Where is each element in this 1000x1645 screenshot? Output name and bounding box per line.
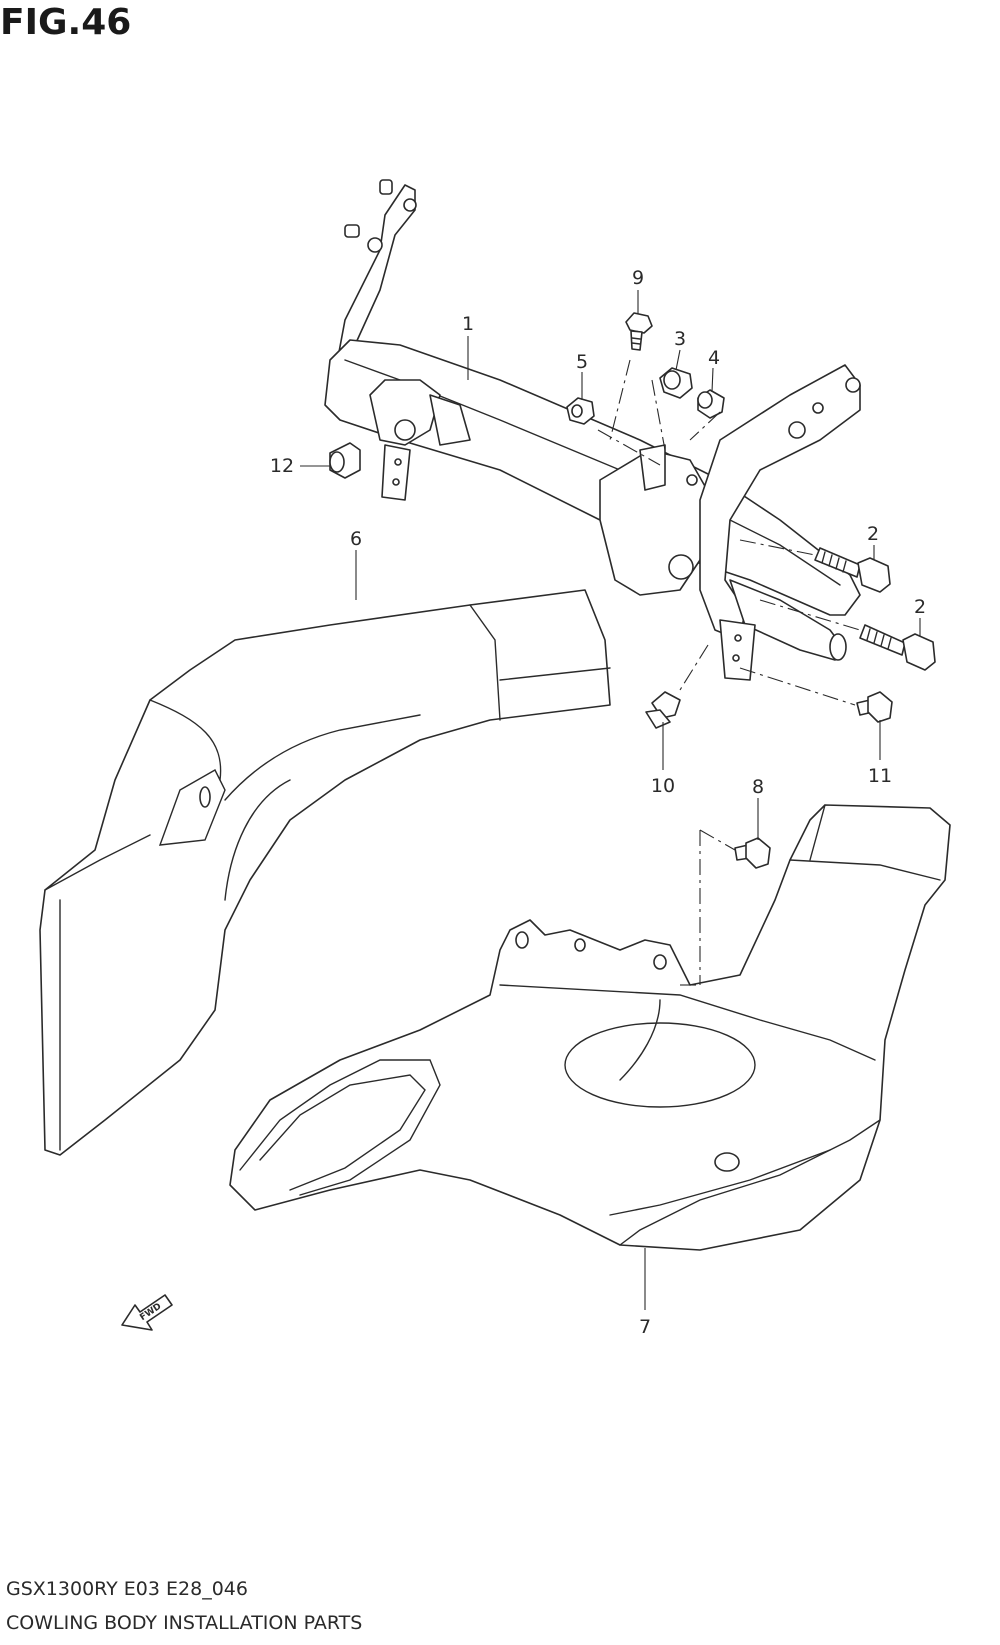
leader-lines [300,290,921,1310]
figure-title: FIG.46 [0,2,132,43]
alignment-lines [597,359,861,986]
part-1-cowling-brace [324,179,861,681]
diagram-description: COWLING BODY INSTALLATION PARTS [6,1612,363,1634]
callout-7: 7 [639,1316,651,1338]
callout-2-lower: 2 [914,596,926,618]
fwd-arrow-icon: FWD [121,1294,173,1331]
callout-9: 9 [632,267,644,289]
part-4-collar [697,389,725,419]
callout-10: 10 [651,775,675,797]
part-8-screw [734,837,771,869]
part-2-bolt-lower [859,624,936,671]
part-11-screw [856,691,893,723]
part-5-nut [566,397,595,425]
part-3-bush [659,367,693,399]
callout-3: 3 [674,328,686,350]
part-7-right-air-duct [229,804,951,1251]
callout-8: 8 [752,776,764,798]
callout-11: 11 [868,765,892,787]
callout-labels: 1 2 2 3 4 5 6 7 8 9 10 11 12 [270,267,926,1338]
part-10-clip [645,691,681,729]
callout-2-upper: 2 [867,523,879,545]
callout-6: 6 [350,528,362,550]
part-9-screw [625,312,653,351]
part-6-left-air-duct [39,589,611,1156]
model-code: GSX1300RY E03 E28_046 [6,1578,248,1600]
callout-1: 1 [462,313,474,335]
part-12-grommet [329,442,361,479]
callout-4: 4 [708,347,720,369]
callout-12: 12 [270,455,294,477]
part-2-bolt-upper [814,547,891,593]
callout-5: 5 [576,351,588,373]
